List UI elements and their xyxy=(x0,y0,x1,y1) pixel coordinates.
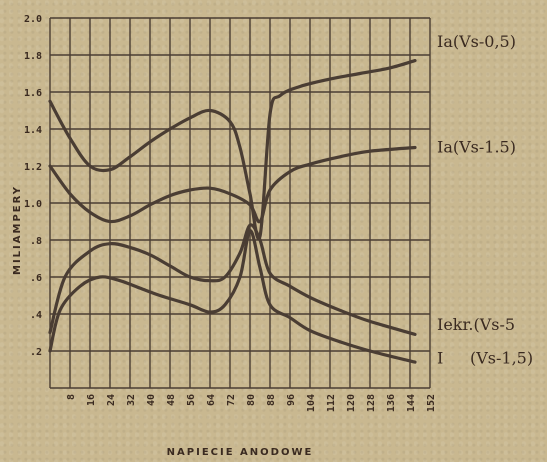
x-tick-label: 24 xyxy=(106,394,117,406)
series-label-2: Ia(Vs-1.5) xyxy=(437,138,516,157)
x-tick-label: 88 xyxy=(266,394,277,406)
x-tick-label: 8 xyxy=(66,394,77,400)
series-line-2 xyxy=(48,145,417,224)
y-tick-label: 1.2 xyxy=(24,162,42,173)
chart-grid xyxy=(49,17,431,389)
y-axis-label: MILIAMPERY xyxy=(12,185,23,275)
y-tick-label: .8 xyxy=(30,236,42,247)
y-tick-label: 1.4 xyxy=(24,125,42,136)
series-label-1: Ia(Vs-0,5) xyxy=(437,32,516,51)
x-axis-ticks: 8 16 24 32 40 48 56 64 72 80 88 96 104 112 120 128 136 14… xyxy=(66,394,437,412)
series-label-3: Iekr.(Vs-5 xyxy=(437,315,515,334)
y-tick-label: .6 xyxy=(30,273,42,284)
x-tick-label: 136 xyxy=(386,394,397,412)
y-tick-label: 1.6 xyxy=(24,88,42,99)
x-tick-label: 104 xyxy=(306,394,317,412)
series-line-1 xyxy=(48,59,417,241)
x-tick-label: 120 xyxy=(346,394,357,412)
x-tick-label: 152 xyxy=(426,394,437,412)
y-axis-ticks: .2 .4 .6 .8 1.0 1.2 1.4 1.6 1.8 2.0 xyxy=(24,14,42,358)
x-tick-label: 128 xyxy=(366,394,377,412)
y-tick-label: 1.8 xyxy=(24,51,42,62)
x-tick-label: 16 xyxy=(86,394,97,406)
x-tick-label: 96 xyxy=(286,394,297,406)
series-label-4: I xyxy=(437,348,443,367)
x-tick-label: 32 xyxy=(126,394,137,406)
y-tick-label: 2.0 xyxy=(24,14,42,25)
x-tick-label: 112 xyxy=(326,394,337,412)
x-tick-label: 144 xyxy=(406,394,417,412)
x-tick-label: 40 xyxy=(146,394,157,406)
x-tick-label: 80 xyxy=(246,394,257,406)
x-tick-label: 56 xyxy=(186,394,197,406)
x-axis-label: NAPIECIE ANODOWE xyxy=(167,447,314,458)
y-tick-label: .4 xyxy=(30,310,42,321)
x-tick-label: 72 xyxy=(226,394,237,406)
x-tick-label: 48 xyxy=(166,394,177,406)
series-curves xyxy=(48,59,417,364)
y-tick-label: 1.0 xyxy=(24,199,42,210)
series-labels: Ia(Vs-0,5) Ia(Vs-1.5) Iekr.(Vs-5I (Vs-1,5) xyxy=(437,32,533,367)
x-tick-label: 64 xyxy=(206,394,217,406)
series-line-4 xyxy=(48,229,417,364)
y-tick-label: .2 xyxy=(30,347,42,358)
series-label-extra-4: (Vs-1,5) xyxy=(470,348,533,367)
series-line-3 xyxy=(48,223,417,336)
